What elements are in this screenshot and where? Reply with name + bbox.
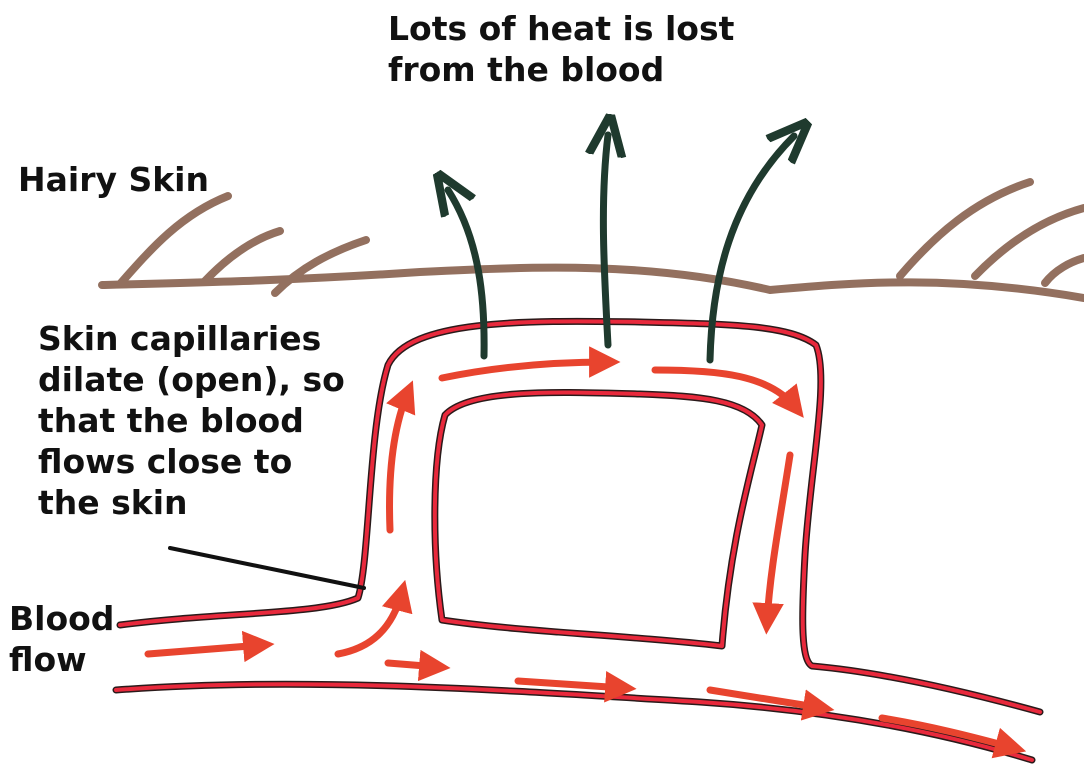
skin-hair (205, 231, 280, 281)
flow-arrow (767, 455, 790, 622)
flow-arrow (882, 718, 1014, 748)
blood-flow-label-line: Blood (9, 598, 114, 639)
label-pointer-line (170, 548, 364, 588)
flow-arrow (148, 645, 262, 654)
hairy-skin-label: Hairy Skin (18, 159, 209, 200)
flow-arrow (518, 681, 624, 688)
flow-arrow (390, 392, 408, 530)
hairy-skin-label-text: Hairy Skin (18, 159, 209, 200)
capillaries-label-line: flows close to (38, 441, 345, 482)
skin-hair (275, 240, 366, 293)
capillaries-label-line: Skin capillaries (38, 318, 345, 359)
skin-hair (900, 182, 1030, 276)
skin-line (102, 268, 1084, 298)
heat-arrow (603, 135, 608, 345)
heat-loss-label-line: Lots of heat is lost (388, 8, 734, 49)
heat-loss-label: Lots of heat is lost from the blood (388, 8, 734, 90)
skin-layer (102, 182, 1084, 298)
capillaries-label-line: the skin (38, 482, 345, 523)
capillaries-label-line: dilate (open), so (38, 359, 345, 400)
heat-loss-label-line: from the blood (388, 49, 734, 90)
flow-arrow (442, 362, 608, 378)
skin-hair (1045, 258, 1084, 283)
capillaries-label: Skin capillaries dilate (open), so that … (38, 318, 345, 523)
blood-flow-label-line: flow (9, 639, 114, 680)
capillaries-label-line: that the blood (38, 400, 345, 441)
flow-arrow (388, 663, 438, 667)
blood-flow-label: Blood flow (9, 598, 114, 680)
